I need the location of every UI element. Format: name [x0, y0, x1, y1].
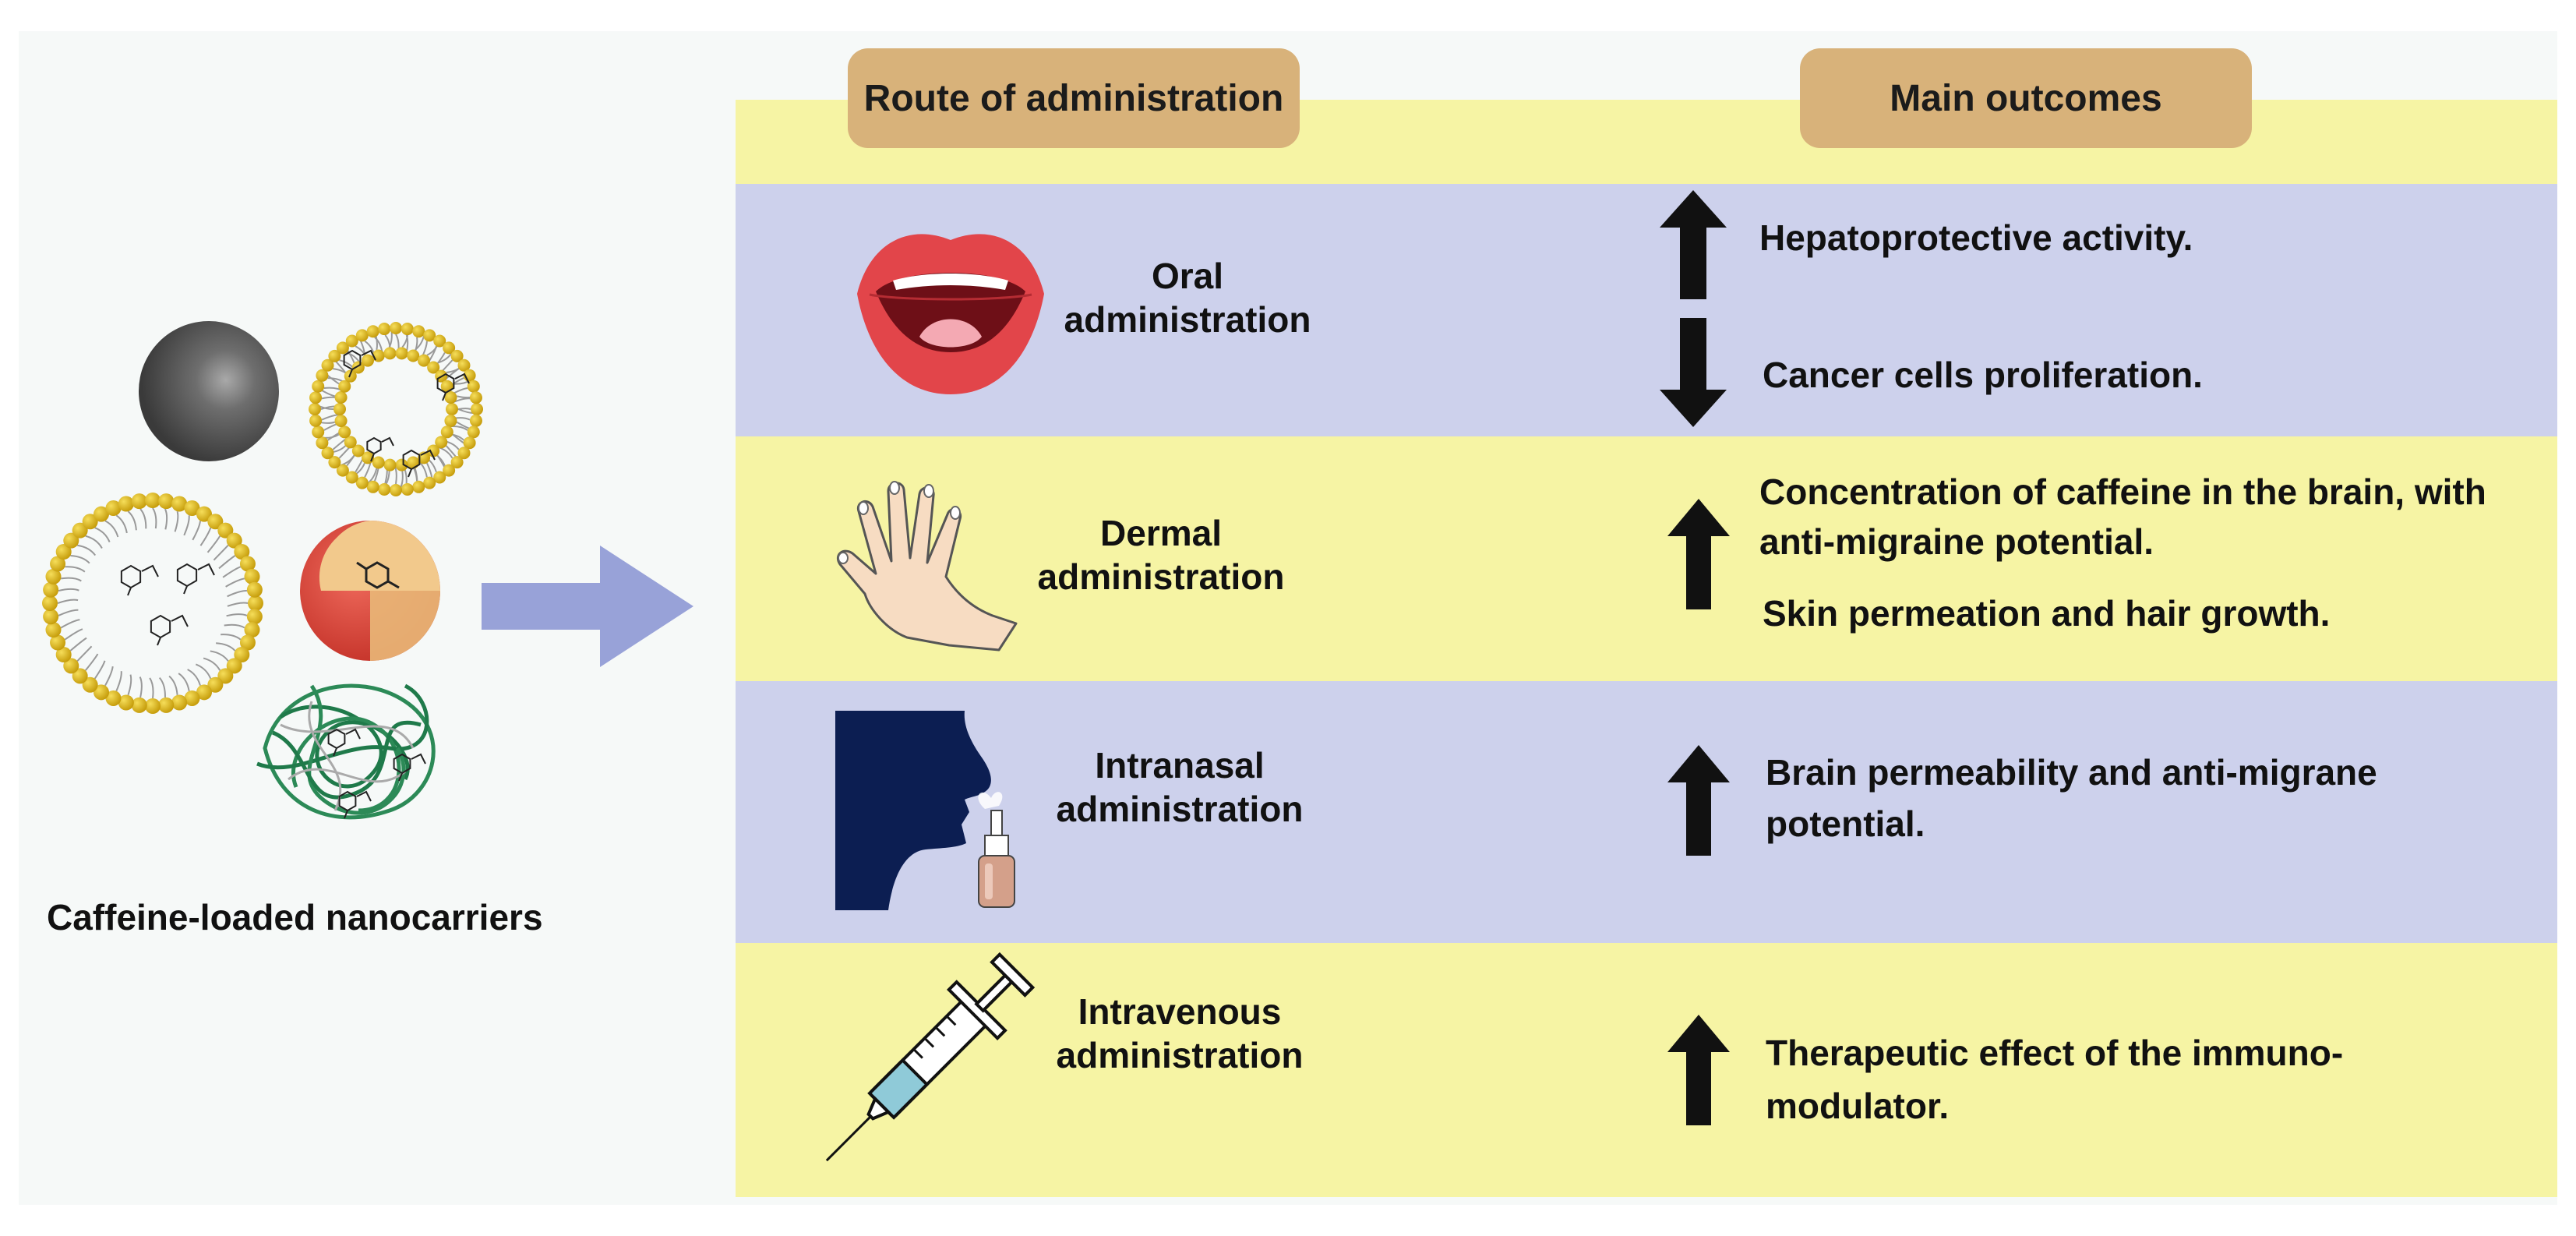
- outcomes-header-label: Main outcomes: [1890, 77, 2162, 119]
- mouth-icon: [857, 234, 1044, 394]
- route-oral: Oral administration: [985, 254, 1390, 341]
- row-intranasal-band: [736, 681, 2557, 943]
- route-intranasal-line2: administration: [1056, 789, 1304, 829]
- route-intravenous: Intravenous administration: [977, 990, 1382, 1077]
- right-arrow-icon: [482, 546, 693, 667]
- route-dermal-line2: administration: [1037, 556, 1285, 597]
- nanocarriers-caption: Caffeine-loaded nanocarriers: [47, 897, 543, 938]
- up-arrow-icon: [1667, 1015, 1730, 1125]
- up-arrow-icon: [1660, 190, 1727, 299]
- outcome-intranasal-line1: Brain permeability and anti-migrane: [1766, 752, 2377, 793]
- route-intranasal-line1: Intranasal: [1095, 745, 1265, 786]
- route-intravenous-line2: administration: [1056, 1035, 1304, 1075]
- core-shell-nanoparticle-icon: [300, 521, 440, 661]
- liposome-icon: [309, 322, 483, 496]
- outcome-dermal-1-line1: Concentration of caffeine in the brain, …: [1759, 471, 2486, 512]
- outcome-dermal-1-line2: anti-migraine potential.: [1759, 521, 2154, 562]
- outcome-intranasal-line2: potential.: [1766, 803, 1925, 844]
- nanocarriers-illustration: [42, 321, 693, 820]
- down-arrow-icon: [1660, 318, 1727, 427]
- route-header: Route of administration: [848, 48, 1300, 148]
- route-dermal-line1: Dermal: [1100, 513, 1222, 553]
- outcomes-header: Main outcomes: [1800, 48, 2252, 148]
- up-arrow-icon: [1667, 745, 1730, 856]
- route-dermal: Dermal administration: [958, 511, 1364, 599]
- polymeric-network-icon: [256, 683, 436, 820]
- spray-bottle: [978, 810, 1015, 908]
- nasal-spray-icon: [835, 711, 1015, 910]
- outcome-oral-2: Cancer cells proliferation.: [1763, 355, 2203, 395]
- route-intravenous-line1: Intravenous: [1078, 991, 1282, 1032]
- route-oral-line2: administration: [1064, 299, 1311, 340]
- route-intranasal: Intranasal administration: [977, 743, 1382, 831]
- outcome-intravenous-line2: modulator.: [1766, 1086, 1950, 1126]
- outcome-oral-1: Hepatoprotective activity.: [1759, 217, 2193, 258]
- syringe-icon: [825, 952, 1036, 1162]
- hand-icon: [836, 481, 1018, 652]
- row-dermal-band: [736, 436, 2557, 681]
- outcome-intravenous-line1: Therapeutic effect of the immuno-: [1766, 1033, 2344, 1073]
- row-intravenous-band: [736, 943, 2557, 1197]
- up-arrow-icon: [1667, 499, 1730, 609]
- large-liposome-icon: [42, 493, 263, 714]
- outcome-dermal-2: Skin permeation and hair growth.: [1763, 593, 2331, 634]
- metallic-nanoparticle-icon: [139, 321, 279, 461]
- route-oral-line1: Oral: [1151, 256, 1224, 296]
- route-header-label: Route of administration: [863, 77, 1284, 119]
